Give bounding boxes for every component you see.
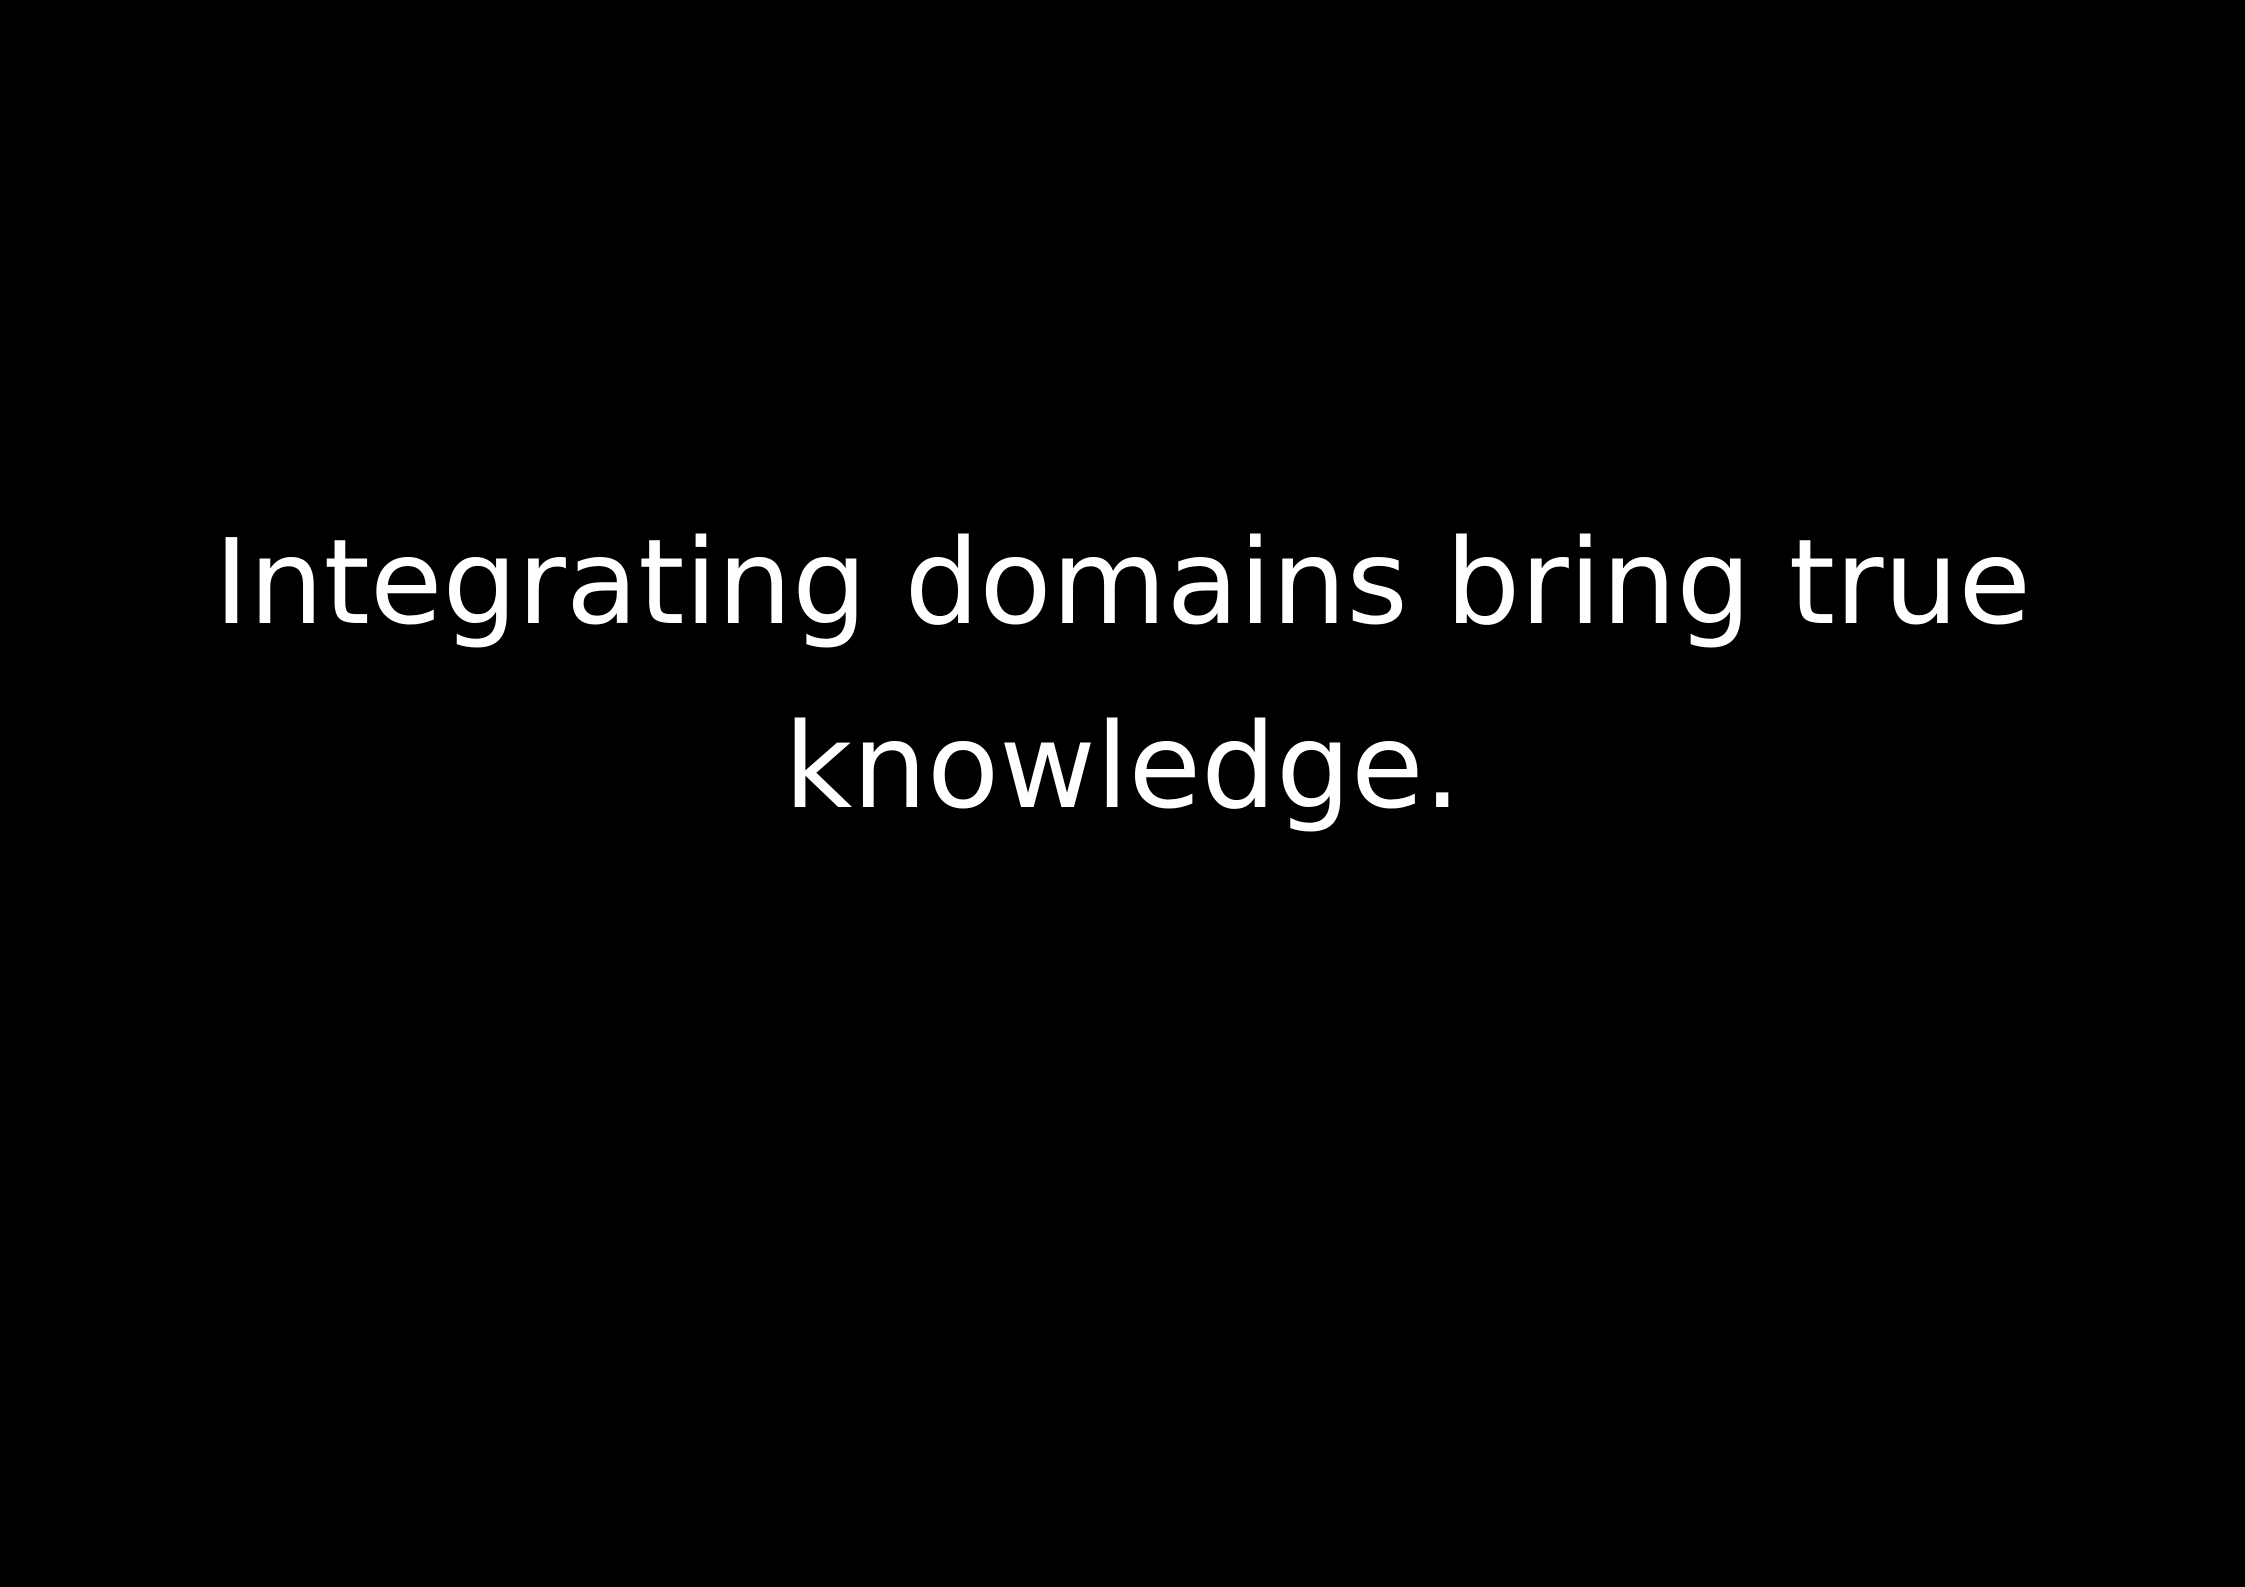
slide-caption: Integrating domains bring true knowledge… (0, 490, 2245, 858)
caption-line-1: Integrating domains bring true (214, 513, 2031, 651)
caption-line-2: knowledge. (783, 697, 1462, 835)
